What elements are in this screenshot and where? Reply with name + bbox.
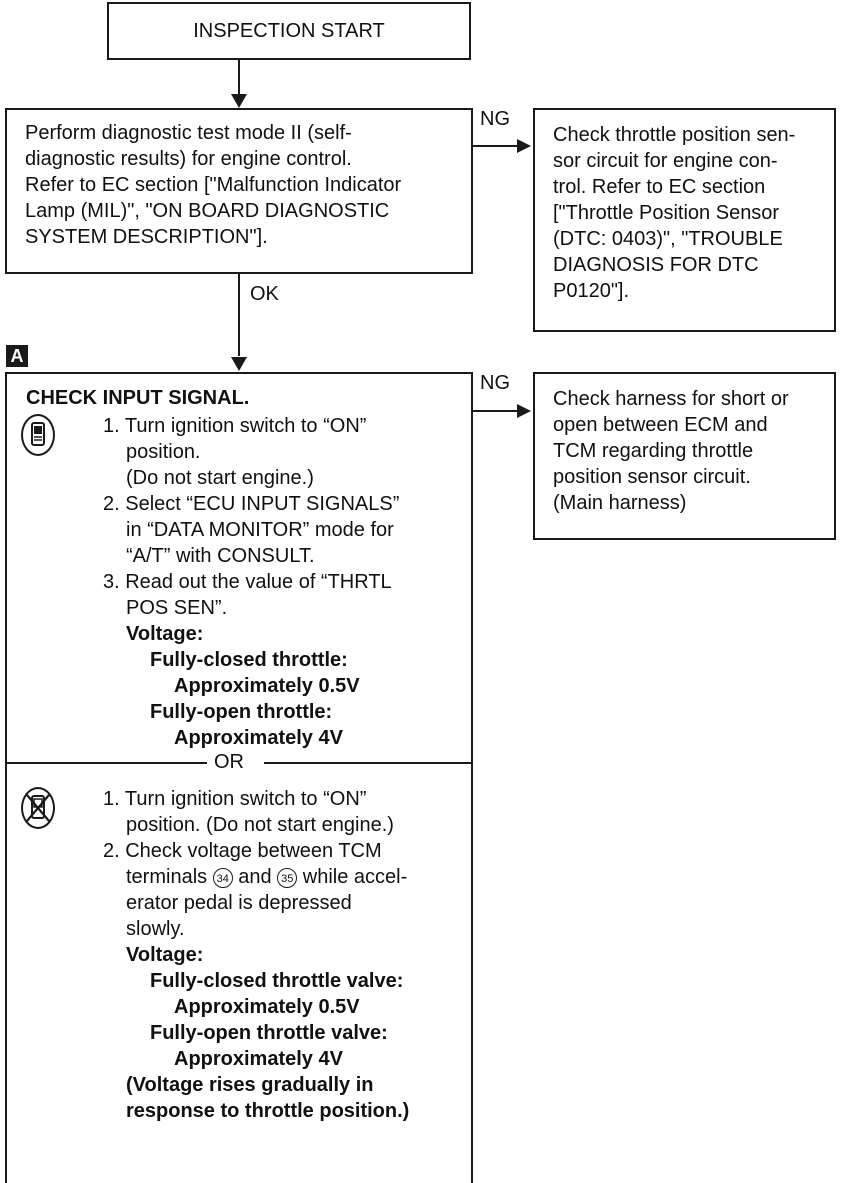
diagnostic-test-line-1: Perform diagnostic test mode II (self- [25, 122, 352, 144]
connector-start-to-step1 [238, 60, 240, 96]
manual-note-1: (Voltage rises gradually in [126, 1074, 374, 1096]
harness-check-line-3: TCM regarding throttle [553, 440, 754, 462]
manual-open-label: Fully-open throttle valve: [150, 1022, 388, 1044]
harness-check-line-1: Check harness for short or [553, 388, 789, 410]
consult-step-2c: “A/T” with CONSULT. [126, 545, 315, 567]
manual-step-2b-mid: and [238, 866, 272, 888]
throttle-check-line-7: P0120"]. [553, 280, 630, 302]
throttle-check-line-3: trol. Refer to EC section [553, 176, 766, 198]
harness-check-line-4: position sensor circuit. [553, 466, 751, 488]
manual-step-2b-post: while accel- [302, 866, 408, 888]
throttle-check-line-6: DIAGNOSIS FOR DTC [553, 254, 759, 276]
no-consult-icon [21, 787, 55, 829]
inspection-start-label: INSPECTION START [193, 20, 385, 42]
consult-voltage-label: Voltage: [126, 623, 204, 645]
or-divider-left [5, 762, 207, 764]
arrow-right-icon [517, 139, 531, 153]
connector-step2-ng [473, 410, 519, 412]
step1-ng-label: NG [480, 108, 510, 130]
diagnostic-test-line-3: Refer to EC section ["Malfunction Indica… [25, 174, 402, 196]
throttle-check-line-5: (DTC: 0403)", "TROUBLE [553, 228, 783, 250]
consult-step-1a: 1. Turn ignition switch to “ON” [103, 415, 367, 437]
consult-open-label: Fully-open throttle: [150, 701, 333, 723]
manual-closed-value: Approximately 0.5V [174, 996, 360, 1018]
diagnostic-test-box: Perform diagnostic test mode II (self- d… [5, 108, 473, 274]
arrow-right-icon [517, 404, 531, 418]
manual-step-2d: slowly. [126, 918, 185, 940]
terminal-34-badge: 34 [212, 867, 233, 888]
manual-closed-label: Fully-closed throttle valve: [150, 970, 404, 992]
section-marker-a: A [6, 345, 28, 367]
manual-voltage-label: Voltage: [126, 944, 204, 966]
throttle-check-line-2: sor circuit for engine con- [553, 150, 778, 172]
manual-step-1b: position. (Do not start engine.) [126, 814, 394, 836]
throttle-check-line-4: ["Throttle Position Sensor [553, 202, 780, 224]
section-marker-label: A [10, 346, 24, 366]
step1-ok-label: OK [250, 283, 279, 305]
manual-step-2b-pre: terminals [126, 866, 208, 888]
connector-step1-ng [473, 145, 519, 147]
throttle-sensor-check-box: Check throttle position sen- sor circuit… [533, 108, 836, 332]
consult-step-1b: position. [126, 441, 201, 463]
consult-step-1c: (Do not start engine.) [126, 467, 314, 489]
consult-closed-value: Approximately 0.5V [174, 675, 360, 697]
terminal-35-badge: 35 [277, 867, 298, 888]
harness-check-line-2: open between ECM and [553, 414, 768, 436]
manual-open-value: Approximately 4V [174, 1048, 343, 1070]
diagnostic-test-line-2: diagnostic results) for engine control. [25, 148, 352, 170]
arrow-down-icon [231, 357, 247, 371]
consult-step-2a: 2. Select “ECU INPUT SIGNALS” [103, 493, 400, 515]
check-input-signal-title: CHECK INPUT SIGNAL. [26, 387, 250, 409]
diagnostic-test-line-4: Lamp (MIL)", "ON BOARD DIAGNOSTIC [25, 200, 390, 222]
manual-step-2a: 2. Check voltage between TCM [103, 840, 382, 862]
arrow-down-icon [231, 94, 247, 108]
harness-check-line-5: (Main harness) [553, 492, 687, 514]
throttle-check-line-1: Check throttle position sen- [553, 124, 796, 146]
or-divider-right [264, 762, 473, 764]
consult-open-value: Approximately 4V [174, 727, 343, 749]
consult-step-3a: 3. Read out the value of “THRTL [103, 571, 392, 593]
manual-step-2b: terminals 34 and 35 while accel- [126, 864, 407, 890]
manual-note-2: response to throttle position.) [126, 1100, 410, 1122]
diagnostic-test-line-5: SYSTEM DESCRIPTION"]. [25, 226, 268, 248]
harness-check-box: Check harness for short or open between … [533, 372, 836, 540]
check-input-signal-box [5, 372, 473, 1183]
consult-tester-icon [21, 414, 55, 456]
consult-step-3b: POS SEN”. [126, 597, 228, 619]
manual-step-1a: 1. Turn ignition switch to “ON” [103, 788, 367, 810]
consult-closed-label: Fully-closed throttle: [150, 649, 348, 671]
step2-ng-label: NG [480, 372, 510, 394]
manual-step-2c: erator pedal is depressed [126, 892, 352, 914]
inspection-start-box: INSPECTION START [107, 2, 471, 60]
or-label: OR [214, 751, 244, 773]
connector-step1-to-step2 [238, 274, 240, 356]
consult-step-2b: in “DATA MONITOR” mode for [126, 519, 394, 541]
